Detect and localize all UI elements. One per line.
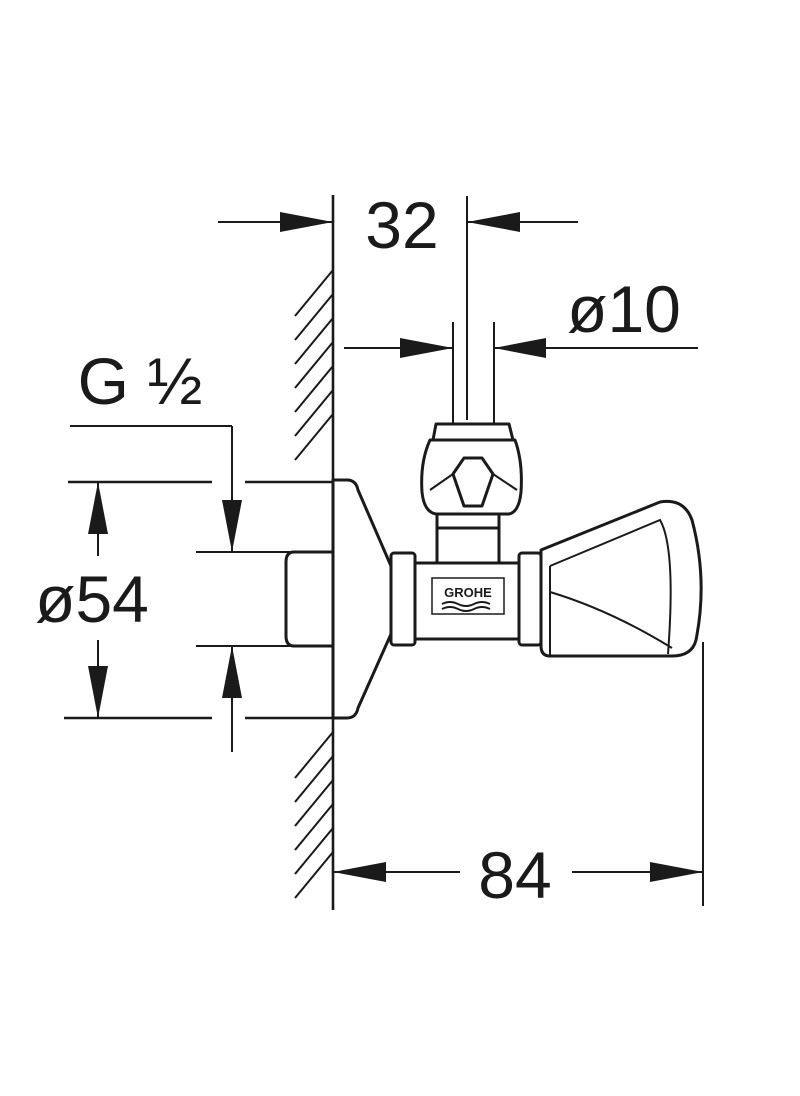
dimension-label-pipe-diameter: ø10 [567, 272, 681, 346]
hatch-stroke [294, 365, 334, 413]
outlet-neck [435, 523, 501, 567]
dimension-label-thread: G ½ [78, 344, 203, 418]
compression-nut [420, 422, 523, 530]
dimension-rosette-diameter: ø54 [35, 480, 332, 720]
hatch-stroke [294, 779, 334, 827]
dimension-label-32: 32 [365, 188, 438, 262]
hatch-stroke [294, 803, 334, 851]
hatch-stroke [294, 851, 334, 899]
hatch-stroke [294, 293, 334, 341]
dimension-label-84: 84 [478, 838, 551, 912]
dimension-label-rosette-diameter: ø54 [35, 562, 149, 636]
hatch-stroke [294, 755, 334, 803]
body-collar-right [517, 551, 543, 647]
hatch-stroke [294, 413, 334, 461]
hatch-stroke [294, 827, 334, 875]
dimension-pipe-diameter: ø10 [344, 272, 698, 424]
angle-valve: GROHE [284, 422, 703, 720]
hatch-stroke [294, 269, 334, 317]
hatch-stroke [294, 341, 334, 389]
dimension-projection: 84 [333, 642, 704, 912]
hatch-stroke [294, 731, 334, 779]
inlet-stub [284, 550, 335, 648]
wall-hatching [294, 269, 334, 899]
valve-handle [539, 499, 703, 658]
logo-text: GROHE [444, 585, 492, 600]
dimension-thread: G ½ [70, 344, 292, 752]
hatch-stroke [294, 389, 334, 437]
rosette [331, 478, 393, 720]
hatch-stroke [294, 317, 334, 365]
body-collar-left [389, 551, 417, 647]
grohe-logo: GROHE [431, 577, 505, 615]
dimension-wall-offset: 32 [218, 188, 578, 420]
